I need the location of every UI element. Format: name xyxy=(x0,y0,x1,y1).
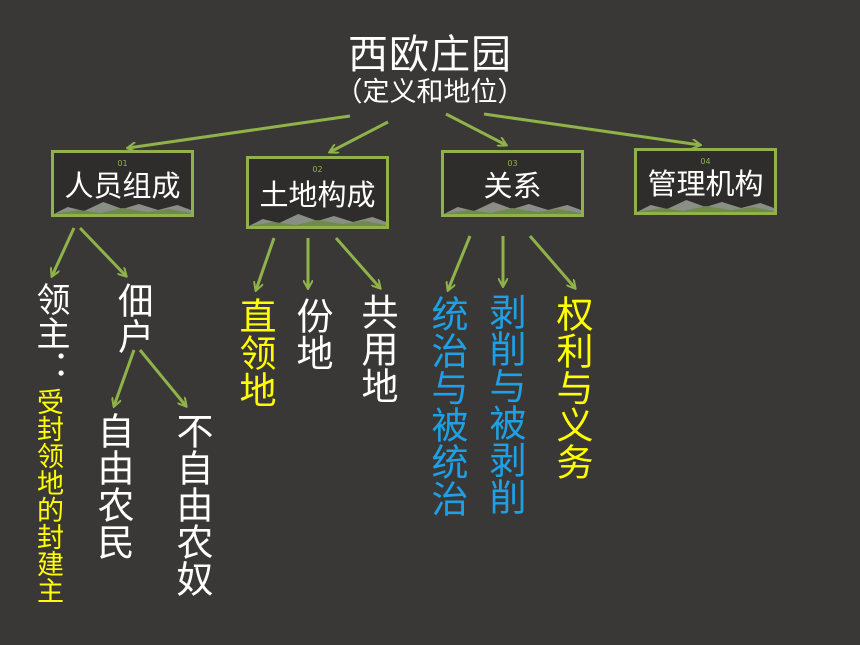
label-tenant: 佃户 xyxy=(112,282,153,354)
box-number: 04 xyxy=(700,157,711,166)
arrow-to-management xyxy=(483,112,700,145)
box-label-relations: 关系 xyxy=(483,168,542,203)
box-personnel: 01 人员组成 xyxy=(51,150,194,217)
label-rule: 统治与被统治 xyxy=(425,295,468,517)
label-common-land: 共用地 xyxy=(355,293,398,404)
arrow-to-free-farmer xyxy=(114,349,136,406)
diagram-title: 西欧庄园 xyxy=(348,32,512,78)
mountain-decoration-icon xyxy=(249,214,386,226)
arrow-to-tenant xyxy=(78,226,126,276)
arrow-to-relations xyxy=(445,112,506,145)
arrow-to-demesne xyxy=(256,237,276,290)
box-label-land: 土地构成 xyxy=(259,177,376,212)
arrow-to-serf xyxy=(138,349,186,406)
box-number: 02 xyxy=(312,165,323,174)
arrow-to-personnel xyxy=(128,114,351,148)
mountain-decoration-icon xyxy=(54,202,191,214)
mountain-decoration-icon xyxy=(444,202,581,214)
label-lord: 领主： xyxy=(30,282,70,384)
arrow-to-rule xyxy=(448,235,472,290)
label-demesne: 直领地 xyxy=(233,297,276,408)
box-land: 02 土地构成 xyxy=(246,156,389,229)
label-rights: 权利与义务 xyxy=(550,295,593,480)
label-serf: 不自由农奴 xyxy=(170,412,213,597)
arrow-to-land xyxy=(330,120,389,152)
arrow-to-common xyxy=(334,237,380,288)
box-management: 04 管理机构 xyxy=(634,148,777,215)
label-share-land: 份地 xyxy=(290,297,333,371)
label-lord-note: 受封领地的封建主 xyxy=(32,388,63,604)
box-number: 01 xyxy=(117,159,128,168)
label-free-farmer: 自由农民 xyxy=(91,412,134,560)
box-relations: 03 关系 xyxy=(441,150,584,217)
box-label-management: 管理机构 xyxy=(647,166,764,201)
box-number: 03 xyxy=(507,159,518,168)
mountain-decoration-icon xyxy=(637,200,774,212)
label-exploit: 剥削与被剥削 xyxy=(483,293,526,515)
arrow-to-lord xyxy=(52,227,76,276)
box-label-personnel: 人员组成 xyxy=(64,168,181,203)
arrow-to-rights xyxy=(528,235,575,288)
diagram-subtitle: （定义和地位） xyxy=(335,77,525,108)
